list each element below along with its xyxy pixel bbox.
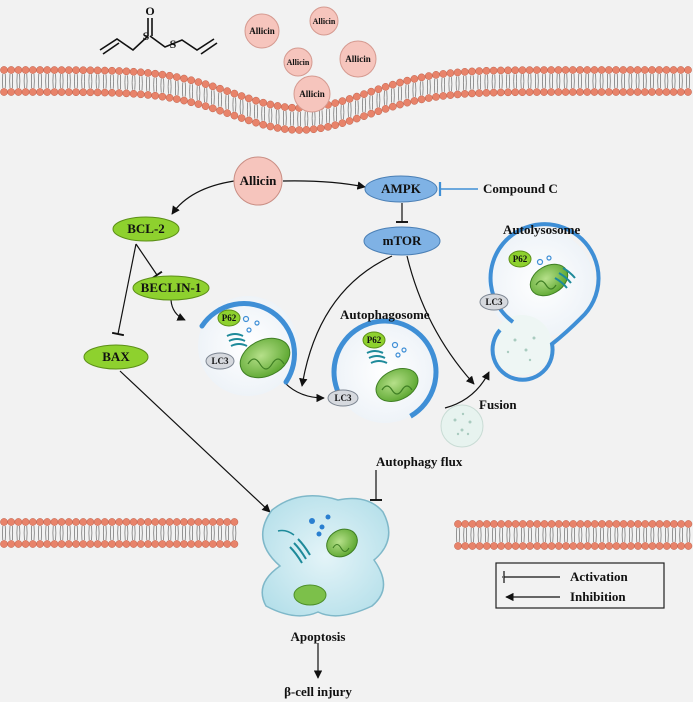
sulfur-atom-label: S: [143, 29, 150, 43]
beclin1-to-autophagosome-arrow: [170, 299, 186, 321]
node-allicin: Allicin: [233, 156, 283, 206]
apoptosis-label: Apoptosis: [291, 629, 346, 644]
ampk-label: AMPK: [381, 181, 422, 196]
legend-activation-label: Activation: [570, 569, 629, 584]
allicin-particle: [293, 75, 331, 113]
allicin-label: Allicin: [240, 173, 278, 188]
allicin-particle-label: Allicin: [313, 17, 336, 26]
sulfur-atom-label-2: S: [170, 37, 177, 51]
autolysosome-label: Autolysosome: [503, 222, 581, 237]
node-beclin1: BECLIN-1: [132, 275, 210, 301]
lc3-label: LC3: [485, 297, 503, 307]
bax-label: BAX: [102, 349, 130, 364]
allicin-particles: Allicin Allicin Allicin Allicin Allicin: [244, 6, 377, 113]
fusion-to-autolysosome-arrow: [444, 371, 490, 409]
lc3-label: LC3: [334, 393, 352, 403]
allicin-particle: [283, 47, 313, 77]
p62-label: P62: [513, 254, 528, 264]
legend-tee-line-icon: [503, 571, 560, 583]
node-mtor: mTOR: [363, 226, 441, 256]
autophagosome-label: Autophagosome: [340, 307, 430, 322]
phagophore-to-autophagosome-arrow: [284, 382, 325, 403]
autophagy-flux-label: Autophagy flux: [376, 454, 463, 469]
oxygen-atom-label: O: [145, 4, 154, 18]
node-bcl2: BCL-2: [112, 216, 180, 242]
allicin-particle-label: Allicin: [299, 89, 325, 99]
node-ampk: AMPK: [364, 175, 438, 203]
beta-cell-injury-label: β-cell injury: [284, 684, 352, 699]
lc3-label: LC3: [211, 356, 229, 366]
bax-to-apoptosis-arrow: [119, 370, 271, 513]
legend: Activation Inhibition: [495, 562, 665, 609]
mtor-to-autophagosome-arrow: [299, 255, 393, 387]
mtor-to-fusion-arrow: [406, 255, 475, 385]
fusion-label: Fusion: [479, 397, 517, 412]
allicin-molecule-structure: [99, 18, 218, 55]
node-bax: BAX: [83, 344, 149, 370]
apoptotic-cell: [261, 495, 390, 617]
legend-inhibition-label: Inhibition: [570, 589, 626, 604]
p62-label: P62: [367, 335, 382, 345]
bcl2-label: BCL-2: [127, 221, 165, 236]
p62-label: P62: [222, 313, 237, 323]
cell-membranes: [0, 66, 693, 550]
allicin-to-bcl2-arrow: [171, 180, 235, 215]
allicin-particle-label: Allicin: [249, 26, 275, 36]
allicin-particle-label: Allicin: [345, 54, 371, 64]
bcl2-inhibits-bax: [111, 243, 137, 337]
beclin1-label: BECLIN-1: [141, 280, 202, 295]
allicin-particle: [244, 13, 280, 49]
lysosome: [440, 404, 484, 448]
phagophore-vesicle: P62 LC3: [198, 296, 298, 396]
mtor-label: mTOR: [383, 233, 422, 248]
bcl2-inhibits-beclin1: [135, 243, 163, 280]
allicin-particle: [309, 6, 339, 36]
autophagosome: P62 LC3: [327, 318, 439, 426]
allicin-particle-label: Allicin: [287, 58, 310, 67]
compound-c-label: Compound C: [483, 181, 558, 196]
pathway-arrows: [111, 180, 490, 679]
allicin-to-ampk-arrow: [282, 180, 366, 190]
autolysosome: P62 LC3: [479, 222, 601, 382]
allicin-particle: [339, 40, 377, 78]
